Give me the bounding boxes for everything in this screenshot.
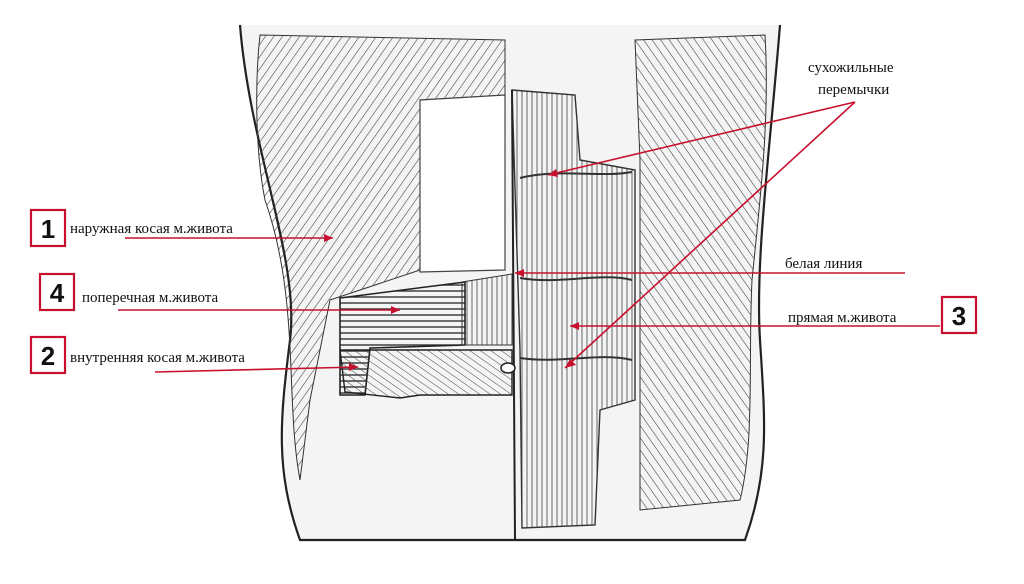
number-3: 3 (952, 301, 966, 331)
internal-oblique-region (339, 349, 513, 399)
number-2: 2 (41, 341, 55, 371)
torso-illustration (238, 24, 782, 542)
transverse-muscle-upper (461, 273, 513, 346)
tendinous-line-2 (519, 276, 633, 282)
number-box-2: 2 (29, 335, 67, 375)
external-oblique-left (256, 34, 506, 481)
pointer-tendinous-2 (564, 101, 856, 369)
label-internal-oblique: внутренняя косая м.живота (70, 350, 245, 366)
number-box-4: 4 (38, 272, 76, 312)
label-linea-alba: белая линия (785, 256, 862, 272)
label-tendinous-line1: сухожильные (808, 60, 894, 76)
number-box-1: 1 (29, 208, 67, 248)
arrow-linea-alba (515, 269, 524, 277)
pointer-tendinous-1 (547, 101, 856, 176)
arrow-external-oblique (324, 234, 333, 242)
arrow-tendinous-1 (548, 169, 558, 177)
arrow-transverse (391, 306, 400, 314)
linea-alba-line (511, 89, 516, 541)
label-tendinous-line2: перемычки (818, 82, 889, 98)
label-rectus: прямая м.живота (788, 310, 897, 326)
arrow-tendinous-2 (565, 359, 576, 368)
arrow-rectus (570, 322, 579, 330)
pointer-internal-oblique (154, 366, 359, 373)
number-1: 1 (41, 214, 55, 244)
arrow-internal-oblique (349, 363, 358, 371)
label-external-oblique: наружная косая м.живота (70, 221, 233, 237)
tendinous-line-1 (519, 171, 633, 179)
rectus-muscle (511, 89, 636, 529)
number-box-3: 3 (940, 295, 978, 335)
tendinous-line-3 (519, 356, 633, 361)
navel (500, 362, 516, 374)
label-transverse: поперечная м.живота (82, 290, 219, 306)
pointer-lines (118, 101, 940, 373)
rectus-sheath-left (419, 94, 506, 273)
number-4: 4 (50, 278, 65, 308)
